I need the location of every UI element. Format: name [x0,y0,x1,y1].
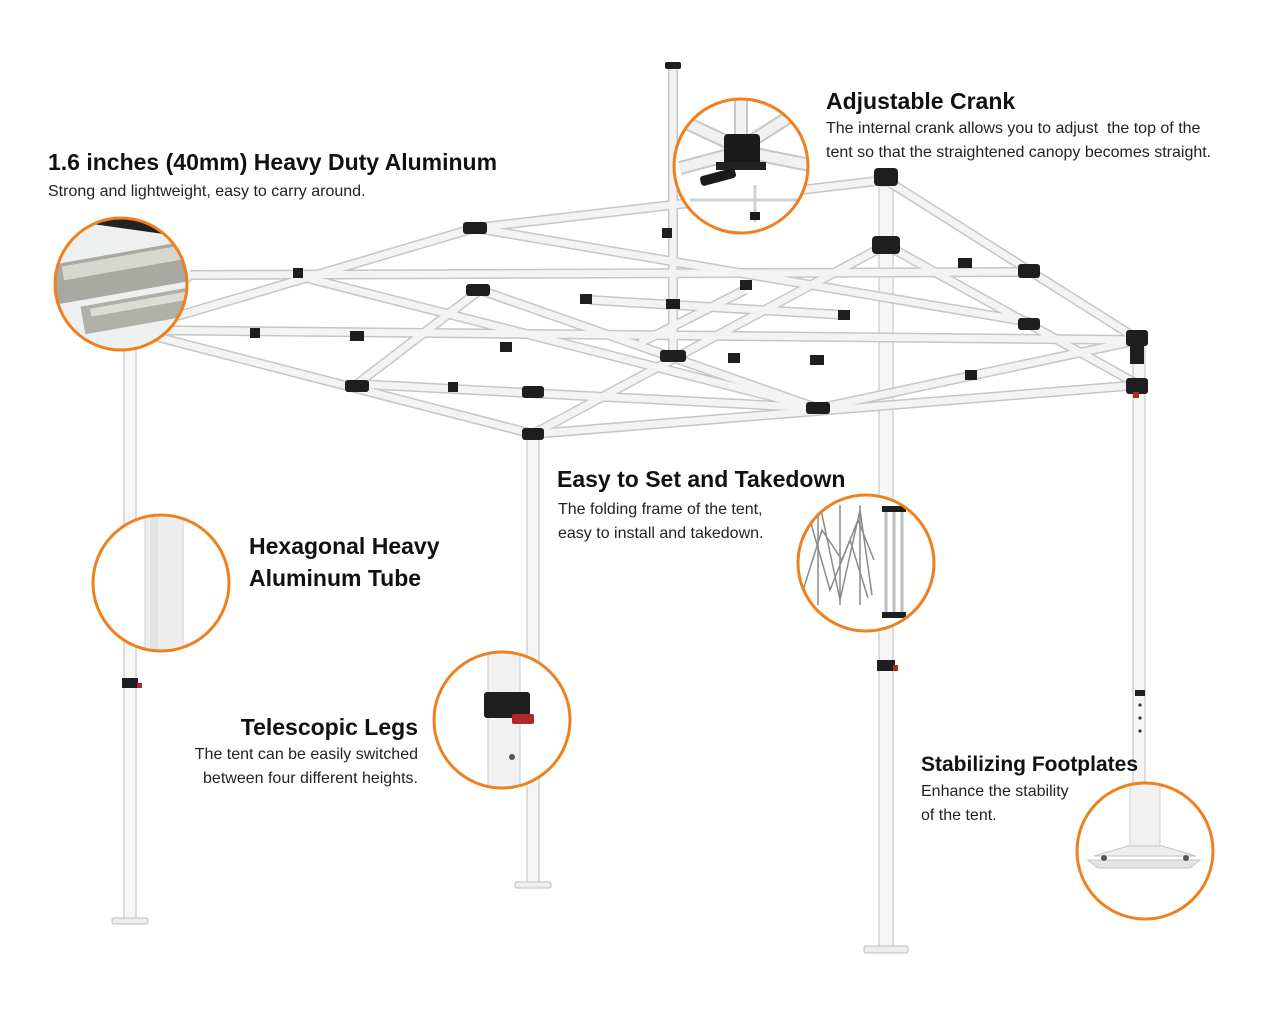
leg-footplates [111,881,909,954]
hexagonal-title-line-1: Hexagonal Heavy [249,533,440,559]
crank-desc-line-1: The internal crank allows you to adjust … [826,120,1201,137]
setup-desc-line-2: easy to install and takedown. [558,525,764,542]
roof-frame [126,68,1142,439]
footplates-desc-line-1: Enhance the stability [921,783,1069,800]
setup-desc-line-1: The folding frame of the tent, [558,501,763,518]
ring-footplate-detail [1075,781,1215,921]
footplates-desc-line-2: of the tent. [921,807,997,824]
telescopic-title: Telescopic Legs [240,714,418,740]
setup-title: Easy to Set and Takedown [557,466,846,492]
crank-desc-line-2: tent so that the straightened canopy bec… [826,144,1212,161]
telescopic-desc-line-1: The tent can be easily switched [194,746,418,763]
aluminum-title: 1.6 inches (40mm) Heavy Duty Aluminum [48,149,498,175]
ring-crank-detail [672,97,810,235]
telescopic-desc-line-2: between four different heights. [203,770,418,787]
ring-hexagonal-detail [91,513,231,653]
leg-latches [122,660,1145,733]
crank-title: Adjustable Crank [826,88,1016,114]
ring-telescopic-detail [432,650,572,790]
footplates-title: Stabilizing Footplates [921,753,1139,776]
hexagonal-title-line-2: Aluminum Tube [249,565,422,591]
roof-connectors [250,62,1148,440]
ring-setup-detail [796,493,936,633]
aluminum-desc: Strong and lightweight, easy to carry ar… [48,183,366,200]
